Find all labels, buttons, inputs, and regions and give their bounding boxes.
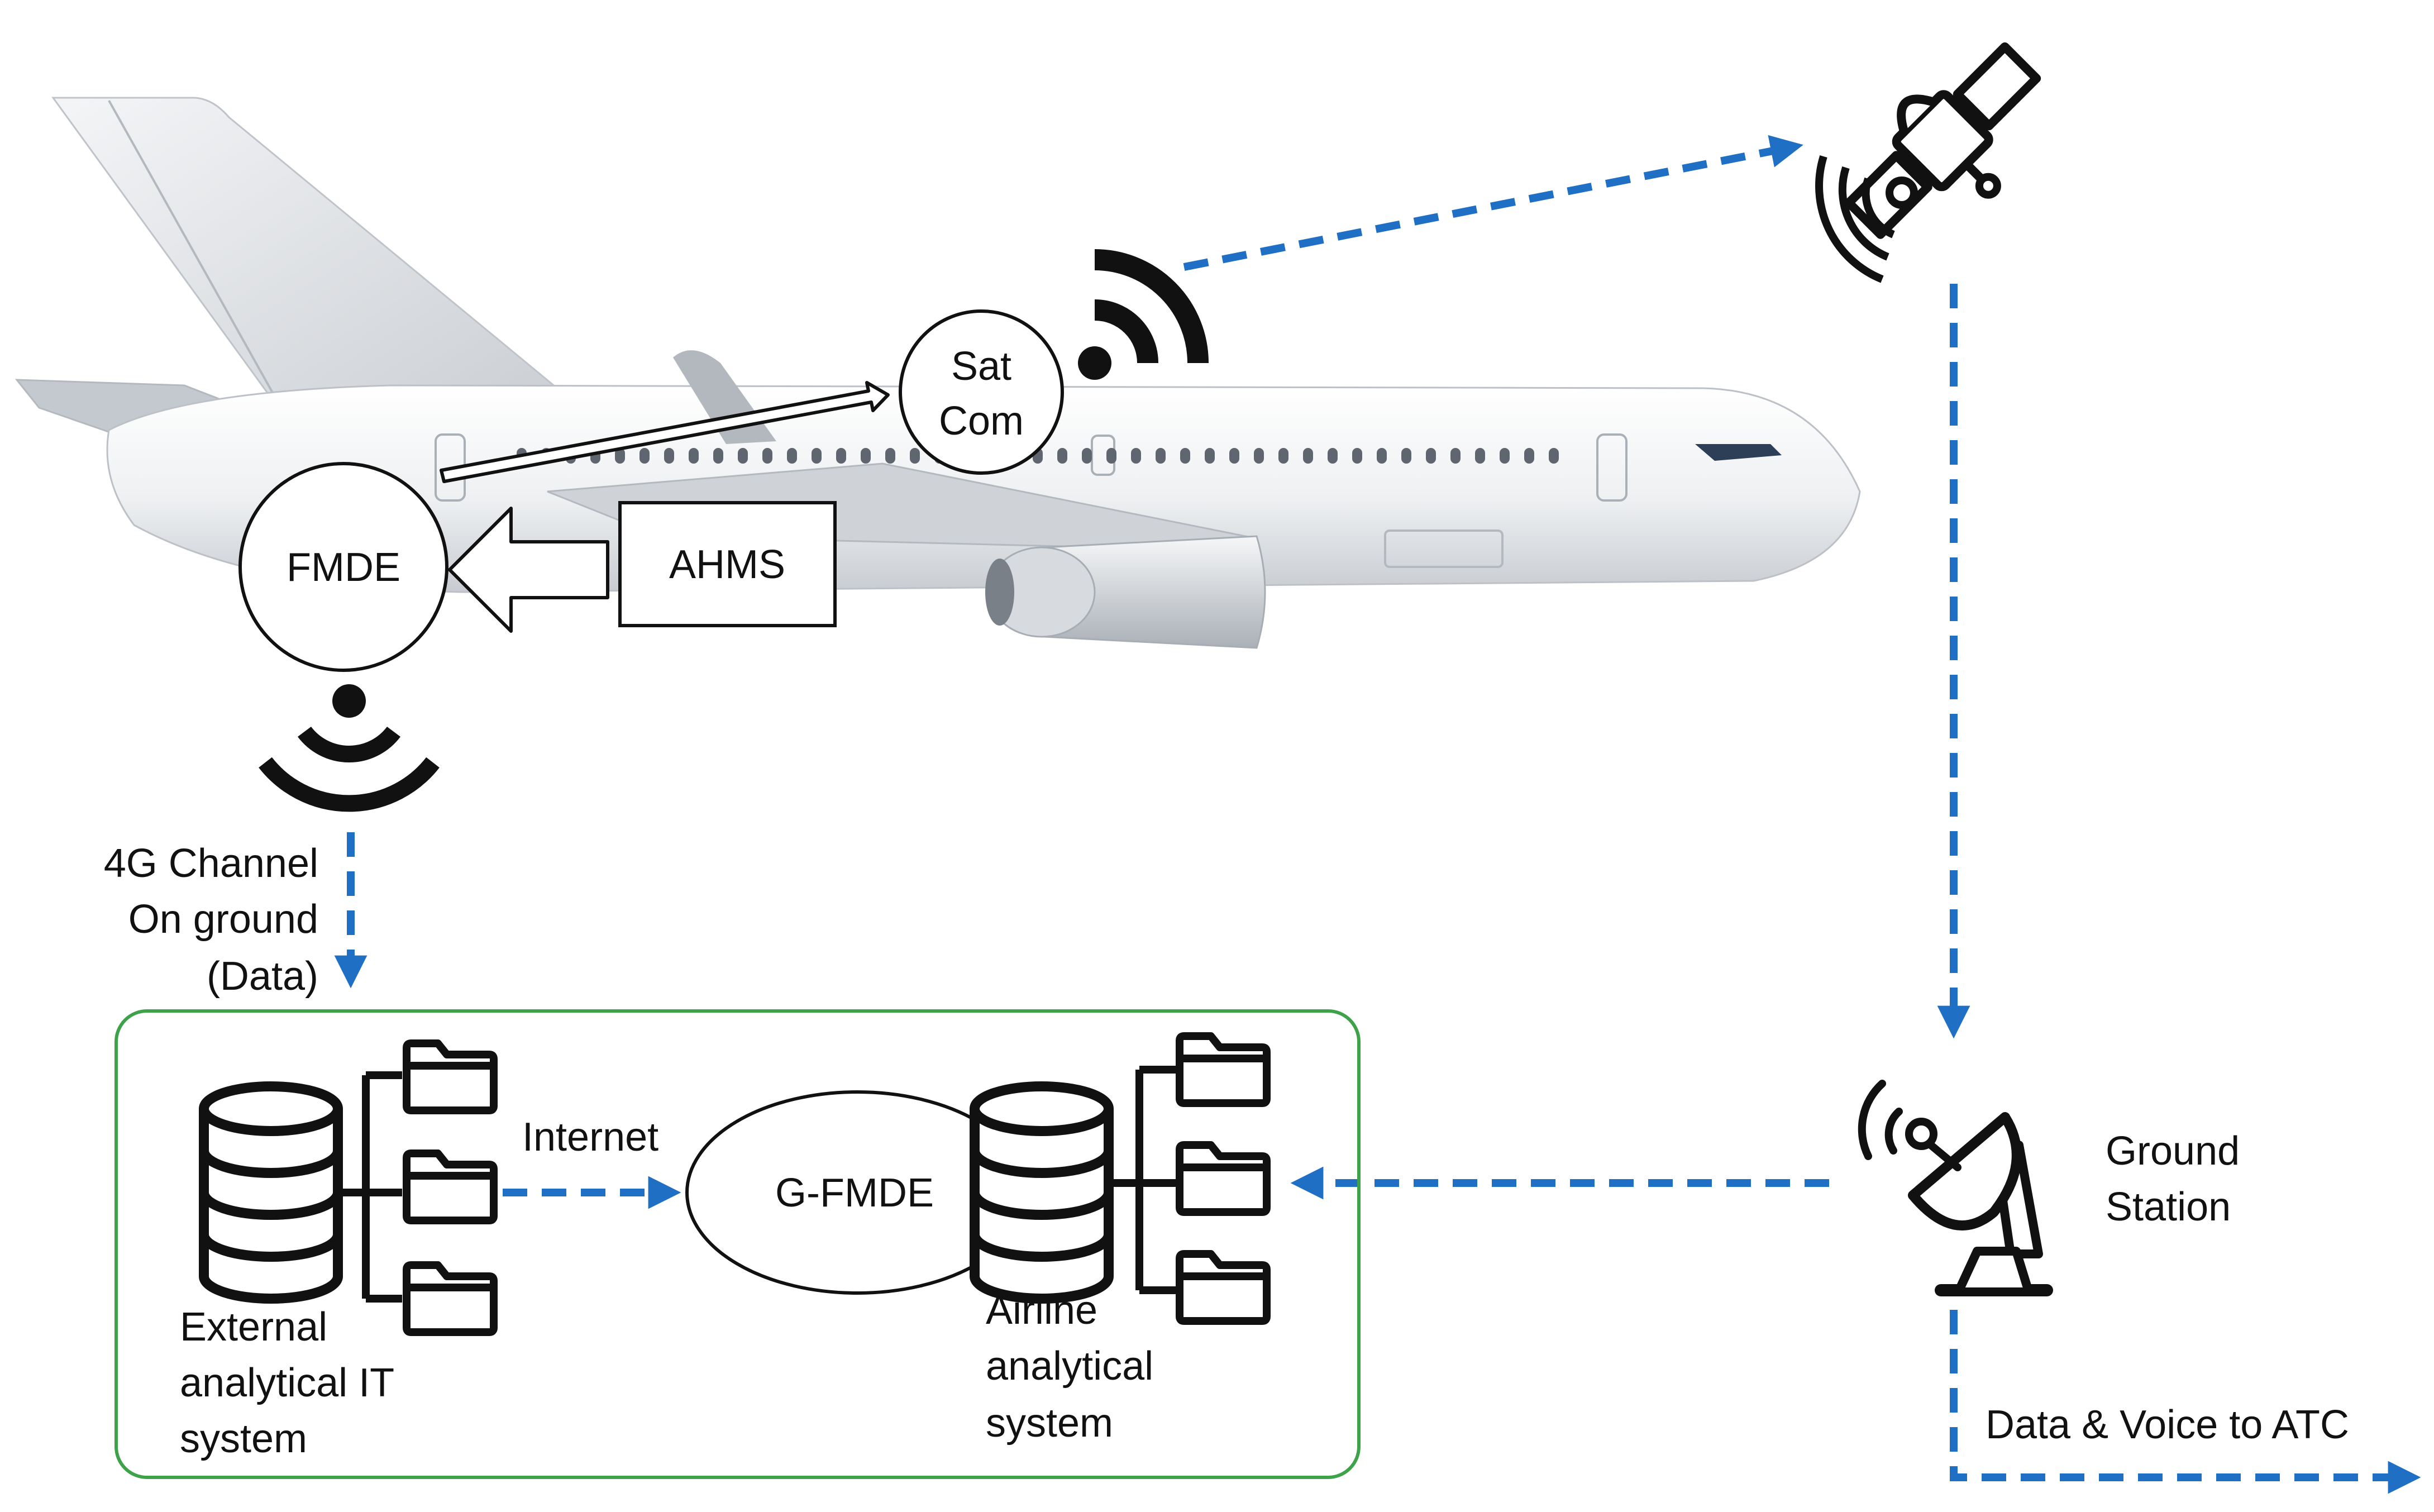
satcom-to-satellite-link <box>1183 135 1803 271</box>
ground-station-label-line2: Station <box>2106 1185 2231 1229</box>
satcom-label-line2: Com <box>939 399 1024 443</box>
airline-database-icon <box>975 1086 1109 1299</box>
external-system-label-line2: analytical IT <box>180 1361 394 1405</box>
ground-channel-label-line3: (Data) <box>207 954 318 999</box>
ground-station-to-atc-link <box>1950 1310 2421 1494</box>
folder-icon <box>407 1043 494 1110</box>
communication-links <box>334 135 2421 1494</box>
folder-icon <box>407 1153 494 1220</box>
gfmde-node: G-FMDE <box>685 1090 1029 1295</box>
folder-icon <box>1180 1036 1267 1103</box>
folder-icon <box>407 1265 494 1332</box>
folder-icon <box>1180 1145 1267 1212</box>
atc-link-label: Data & Voice to ATC <box>1986 1403 2349 1447</box>
satcom-node: Sat Com <box>899 309 1064 475</box>
external-folder-tree <box>338 1071 402 1303</box>
ahms-to-fmde-arrow <box>448 507 609 633</box>
ground-channel-label-line1: 4G Channel <box>104 841 318 886</box>
ahms-label: AHMS <box>669 542 785 587</box>
internet-label: Internet <box>522 1115 658 1160</box>
wifi-signal-icon <box>1078 249 1209 380</box>
satcom-label-line1: Sat <box>951 344 1011 389</box>
ground-channel-label-line2: On ground <box>128 897 318 942</box>
folder-icon <box>1180 1254 1267 1321</box>
airline-system-label-line2: analytical <box>986 1344 1153 1389</box>
gfmde-label: G-FMDE <box>775 1171 934 1215</box>
fmde-label: FMDE <box>287 545 400 590</box>
ground-station-label-line1: Ground <box>2106 1129 2240 1174</box>
engine-nacelle <box>985 535 1266 649</box>
external-database-icon <box>204 1086 338 1299</box>
airline-system-label-line3: system <box>986 1401 1113 1446</box>
satellite-dish-icon <box>1858 1080 2053 1296</box>
ground-analytics-system: External analytical IT system G-FMDE Air… <box>114 1009 1361 1479</box>
airline-system-label-line1: Airline <box>986 1288 1097 1333</box>
ahms-node: AHMS <box>618 501 837 627</box>
fmde-to-satcom-arrow <box>440 381 890 483</box>
satellite-icon <box>1815 42 2041 283</box>
external-system-label-line1: External <box>180 1305 327 1349</box>
fmde-node: FMDE <box>238 462 448 672</box>
wifi-signal-icon <box>259 684 440 812</box>
external-system-label-line3: system <box>180 1416 307 1461</box>
airline-folder-tree <box>1111 1066 1176 1294</box>
